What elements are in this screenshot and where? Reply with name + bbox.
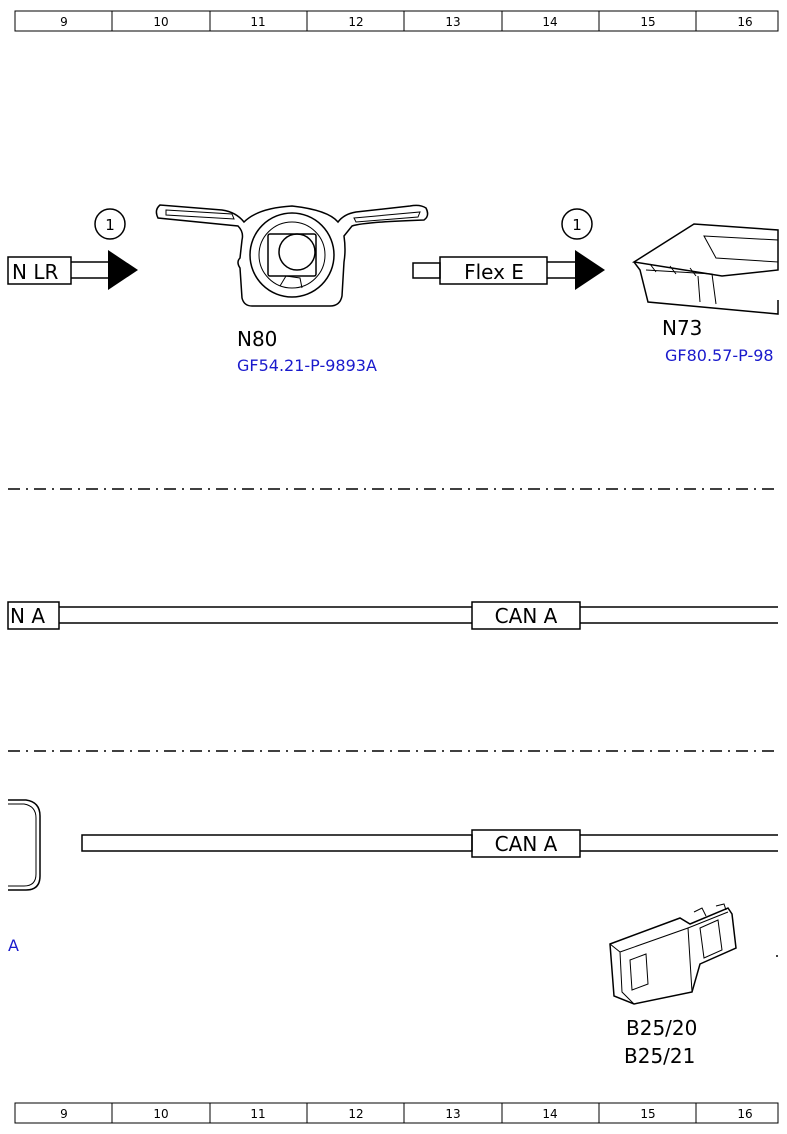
ruler-bottom-16: 16	[737, 1107, 752, 1121]
ruler-top-11: 11	[250, 15, 265, 29]
ruler-bottom-10: 10	[153, 1107, 168, 1121]
n73-ref-link[interactable]: GF80.57-P-98	[665, 346, 774, 365]
lin-lr-bus: N LR	[7, 250, 138, 290]
flex-e-bus: Flex E	[412, 250, 605, 290]
ruler-bottom-9: 9	[60, 1107, 68, 1121]
ruler-top-13: 13	[445, 15, 460, 29]
left-fragment-ref-link[interactable]: A	[8, 936, 19, 955]
ruler-top-9: 9	[60, 15, 68, 29]
ruler-bottom-12: 12	[348, 1107, 363, 1121]
ruler-bottom-11: 11	[250, 1107, 265, 1121]
marker-1-right-number: 1	[572, 216, 582, 234]
ruler-bottom-14: 14	[542, 1107, 557, 1121]
ruler-top-10: 10	[153, 15, 168, 29]
bottom-ruler: 9 10 11 12 13 14 15 16	[14, 1102, 779, 1124]
can-a-bus-upper: N A CAN A	[7, 601, 778, 630]
n73-module-icon	[631, 223, 779, 315]
n80-ref-link[interactable]: GF54.21-P-9893A	[237, 356, 377, 375]
can-a-lower-label: CAN A	[495, 832, 558, 856]
top-ruler: 9 10 11 12 13 14 15 16	[14, 10, 779, 32]
can-a-bus-lower: CAN A	[81, 829, 778, 858]
can-a-mid-label: CAN A	[495, 604, 558, 628]
ruler-top-15: 15	[640, 15, 655, 29]
ruler-top-14: 14	[542, 15, 557, 29]
lin-lr-label: N LR	[12, 260, 58, 284]
marker-1-right: 1	[561, 208, 593, 240]
ruler-top-16: 16	[737, 15, 752, 29]
n80-name: N80	[237, 327, 277, 351]
ruler-bottom-15: 15	[640, 1107, 655, 1121]
flex-e-label: Flex E	[464, 260, 524, 284]
marker-1-left: 1	[94, 208, 126, 240]
b25-sensor-connector-icon	[609, 903, 778, 1005]
n73-name: N73	[662, 316, 702, 340]
b25-20-name: B25/20	[626, 1016, 697, 1040]
ruler-top-12: 12	[348, 15, 363, 29]
can-a-left-label: N A	[10, 604, 45, 628]
left-component-fragment-icon	[8, 799, 41, 891]
n80-steering-column-module-icon	[155, 204, 429, 307]
arrow-head-icon	[108, 250, 138, 290]
ruler-bottom-13: 13	[445, 1107, 460, 1121]
arrow-head-icon	[575, 250, 605, 290]
marker-1-left-number: 1	[105, 216, 115, 234]
b25-21-name: B25/21	[624, 1044, 695, 1068]
